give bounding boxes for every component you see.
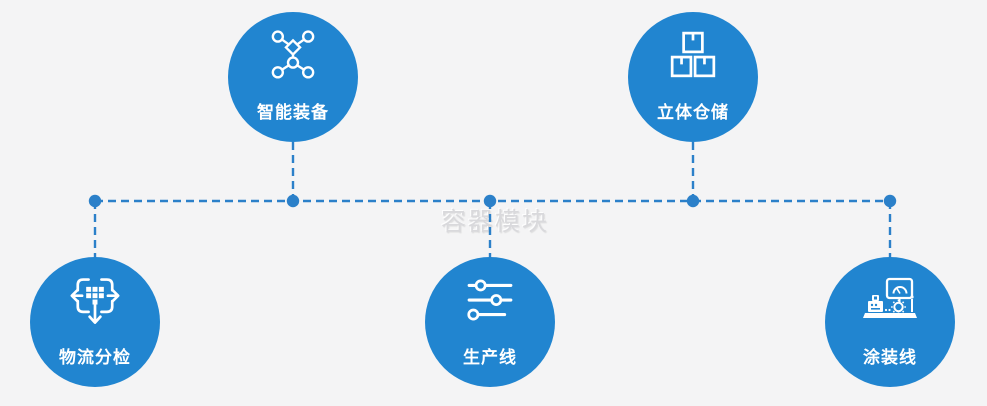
network-nodes-icon: [267, 27, 319, 83]
machine-monitor-icon: [860, 272, 920, 328]
junction-dot: [883, 194, 897, 208]
node-label: 物流分检: [59, 348, 131, 367]
watermark: 容器模块: [441, 208, 550, 236]
node-production-line: 生产线: [425, 257, 555, 387]
junction-dot: [88, 194, 102, 208]
node-smart-equipment: 智能装备: [228, 12, 358, 142]
stacked-boxes-icon: [668, 27, 718, 83]
node-label: 立体仓储: [657, 103, 729, 122]
node-warehouse: 立体仓储: [628, 12, 758, 142]
junction-dot: [286, 194, 300, 208]
node-coating-line: 涂装线: [825, 257, 955, 387]
sliders-icon: [465, 272, 515, 328]
sorting-arrows-icon: [69, 272, 121, 328]
junction-dot: [686, 194, 700, 208]
node-logistics-sorting: 物流分检: [30, 257, 160, 387]
node-label: 智能装备: [257, 103, 329, 122]
node-label: 涂装线: [863, 348, 917, 367]
node-label: 生产线: [463, 348, 517, 367]
junction-dot: [483, 194, 497, 208]
